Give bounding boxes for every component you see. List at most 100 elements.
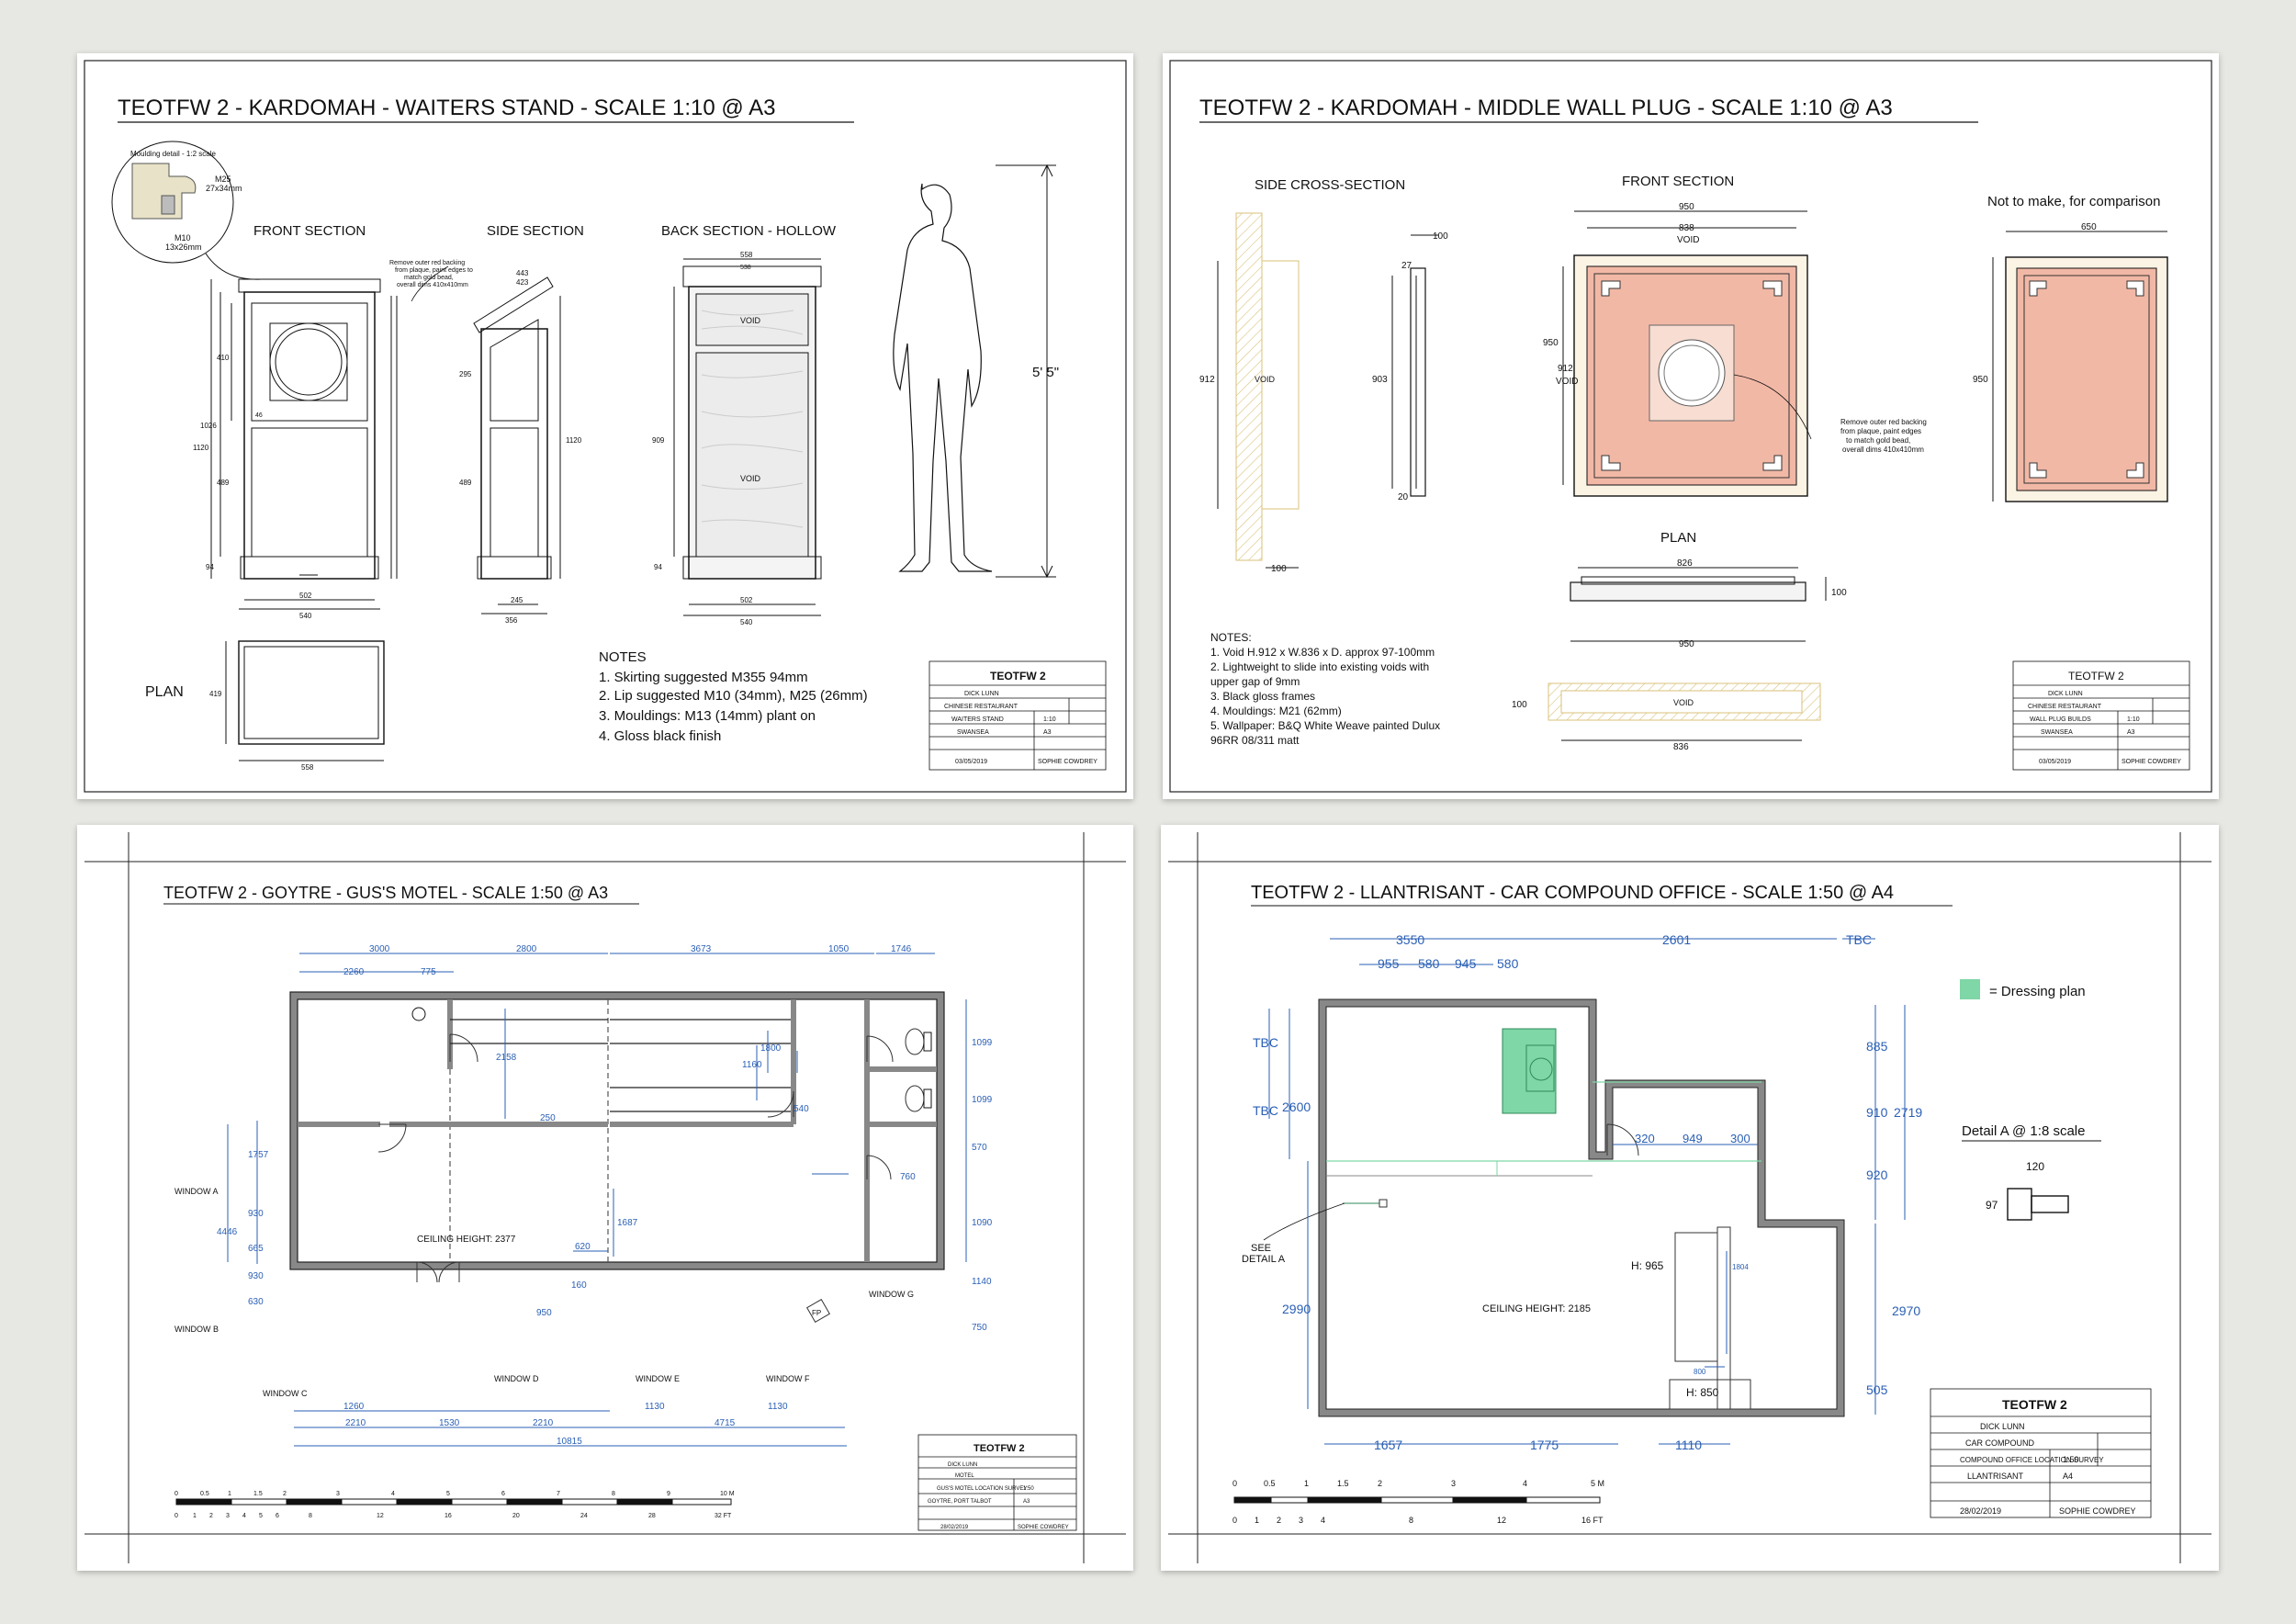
motel-scale-m-2: 1: [228, 1491, 231, 1497]
motel-inner-540: 540: [793, 1104, 809, 1114]
dim-plan-558: 558: [301, 763, 314, 772]
motel-scale-ft-3: 3: [226, 1513, 230, 1519]
motel-inner-2158: 2158: [496, 1053, 517, 1063]
office-ceiling-label: CEILING HEIGHT: 2185: [1482, 1303, 1591, 1314]
office-tb-date: 28/02/2019: [1960, 1506, 2001, 1516]
waiters-tb-date: 03/05/2019: [955, 759, 987, 765]
motel-scale-ft-6: 6: [276, 1513, 279, 1519]
office-scale-ft-0: 0: [1232, 1516, 1237, 1525]
waiters-tb-scale: 1:10: [1043, 716, 1056, 723]
front-section-heading: FRONT SECTION: [253, 223, 366, 239]
motel-inner-250: 250: [540, 1113, 556, 1123]
motel-scale-m-6: 4: [391, 1491, 395, 1497]
front-dim-950: 950: [1679, 202, 1694, 212]
office-dim-320: 320: [1635, 1132, 1655, 1145]
motel-bottom-1260: 1260: [343, 1402, 365, 1412]
side-dim-912: 912: [1199, 375, 1215, 385]
office-scale-ft-1: 1: [1255, 1516, 1259, 1525]
plug-tb-paper: A3: [2127, 729, 2135, 736]
motel-bottom-10815: 10815: [557, 1437, 582, 1447]
plug-tb-designer: DICK LUNN: [2048, 691, 2083, 697]
motel-tb-designer: DICK LUNN: [948, 1462, 977, 1468]
waiters-tb-set: CHINESE RESTAURANT: [944, 704, 1019, 710]
dressing-legend-swatch: [1960, 979, 1980, 999]
motel-bottom-1130b: 1130: [768, 1402, 788, 1412]
side-section-heading: SIDE SECTION: [487, 223, 584, 239]
back-void-upper: VOID: [740, 316, 761, 325]
dim-540: 540: [299, 612, 312, 620]
plug-backing-note-1: Remove outer red backing: [1840, 418, 1927, 426]
office-tb-scale: 1:50: [2063, 1455, 2079, 1464]
dim-295: 295: [459, 370, 472, 378]
motel-left-1757: 1757: [248, 1150, 269, 1160]
desk: [1502, 1028, 1557, 1114]
dressing-legend-label: = Dressing plan: [1989, 984, 2086, 999]
plug-backing-note-3: to match gold bead,: [1846, 436, 1910, 445]
motel-scale-bar: 0 0.5 1 1.5 2 3 4 5 6 7 8 9 10 M 0 1 2 3…: [174, 1491, 735, 1519]
motel-right-570: 570: [972, 1143, 987, 1153]
office-dim-tbc-top: TBC: [1846, 932, 1872, 947]
motel-bottom-4715: 4715: [715, 1418, 736, 1428]
moulding-detail-label: Moulding detail - 1:2 scale: [130, 150, 216, 158]
motel-scale-ft-5: 5: [259, 1513, 263, 1519]
motel-left-930b: 930: [248, 1271, 264, 1281]
office-dim-3550: 3550: [1396, 932, 1424, 947]
office-tb-designer: DICK LUNN: [1980, 1422, 2025, 1431]
motel-tb-drawing: GUS'S MOTEL LOCATION SURVEY: [937, 1486, 1027, 1492]
motel-scale-m-10: 8: [612, 1491, 615, 1497]
dim-423: 423: [516, 278, 529, 287]
motel-bottom-1130a: 1130: [645, 1402, 665, 1412]
waiters-note-1: 1. Skirting suggested M355 94mm: [599, 670, 808, 685]
sheet-middle-wall-plug: TEOTFW 2 - KARDOMAH - MIDDLE WALL PLUG -…: [1163, 53, 2219, 799]
waiters-tb-project: TEOTFW 2: [990, 670, 1046, 682]
motel-top-1746: 1746: [891, 944, 912, 954]
office-scale-ft-3: 3: [1299, 1516, 1303, 1525]
motel-scale-ft-8: 12: [377, 1513, 384, 1519]
side-void-label: VOID: [1255, 375, 1276, 384]
motel-scale-m-9: 7: [557, 1491, 560, 1497]
motel-bottom-2210a: 2210: [345, 1418, 366, 1428]
back-void-lower: VOID: [740, 474, 761, 483]
motel-floor-plan: TEOTFW 2 - GOYTRE - GUS'S MOTEL - SCALE …: [84, 832, 1126, 1563]
dim-side-1120: 1120: [566, 436, 582, 445]
office-dim-580a: 580: [1418, 956, 1440, 971]
sheet-waiters-stand: TEOTFW 2 - KARDOMAH - WAITERS STAND - SC…: [77, 53, 1133, 799]
plan-dim-950: 950: [1679, 639, 1694, 649]
plug-notes-title: NOTES:: [1210, 631, 1252, 644]
motel-tb-drawn-by: SOPHIE COWDREY: [1018, 1525, 1069, 1530]
office-tb-paper: A4: [2063, 1472, 2073, 1481]
window-f-label: WINDOW F: [766, 1374, 810, 1383]
office-dim-949: 949: [1683, 1132, 1703, 1145]
waiters-note-3: 3. Mouldings: M13 (14mm) plant on: [599, 708, 816, 724]
front-dim-950-v: 950: [1543, 338, 1559, 348]
compare-dim-950: 950: [1973, 375, 1988, 385]
window-a-label: WINDOW A: [174, 1187, 219, 1196]
office-scale-m-4: 2: [1378, 1479, 1382, 1488]
wall-plug-drawing: TEOTFW 2 - KARDOMAH - MIDDLE WALL PLUG -…: [1169, 60, 2212, 793]
window-e-label: WINDOW E: [636, 1374, 680, 1383]
plug-note-4: 3. Black gloss frames: [1210, 690, 1315, 703]
plan-dim-100: 100: [1831, 588, 1847, 598]
office-dim-2990: 2990: [1282, 1302, 1311, 1316]
motel-left-630: 630: [248, 1297, 264, 1307]
motel-scale-m-0: 0: [174, 1491, 178, 1497]
office-dim-2601: 2601: [1662, 932, 1691, 947]
motel-title-block: TEOTFW 2 DICK LUNN MOTEL GUS'S MOTEL LOC…: [917, 1434, 1077, 1531]
plan-dim-836: 836: [1673, 742, 1689, 752]
motel-scale-m-12: 10 M: [720, 1491, 735, 1497]
dim-side-489: 489: [459, 479, 472, 487]
waiters-note-2: 2. Lip suggested M10 (34mm), M25 (26mm): [599, 688, 868, 704]
office-scale-m-1: 0.5: [1264, 1479, 1276, 1488]
plug-note-6: 5. Wallpaper: B&Q White Weave painted Du…: [1210, 719, 1440, 732]
detail-dim-97: 97: [1986, 1199, 1998, 1212]
plug-note-3: upper gap of 9mm: [1210, 675, 1300, 688]
office-dim-tbc-left-1: TBC: [1253, 1035, 1278, 1050]
dim-443: 443: [516, 269, 529, 277]
office-scale-m-7: 5 M: [1591, 1479, 1604, 1488]
counter-height-965: H: 965: [1631, 1259, 1664, 1272]
front-backing-note-3: match gold bead,: [404, 275, 454, 281]
motel-inner-620: 620: [575, 1242, 591, 1252]
office-dim-300: 300: [1730, 1132, 1750, 1145]
plan-void-label: VOID: [1673, 698, 1694, 707]
motel-inner-950: 950: [536, 1308, 552, 1318]
